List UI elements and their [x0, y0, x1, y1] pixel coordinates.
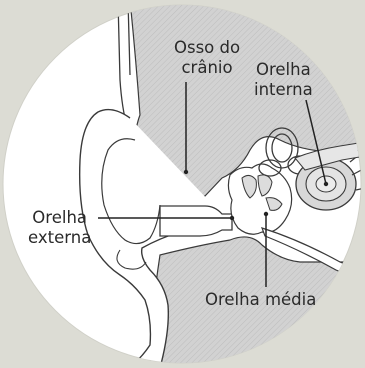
leader-dot-skull [184, 170, 188, 174]
leader-dot-inner [324, 182, 328, 186]
label-middle-ear: Orelha média [205, 290, 316, 310]
leader-dot-outer [230, 216, 234, 220]
label-skull-bone: Osso do crânio [174, 38, 240, 78]
label-outer-ear: Orelha externa [28, 208, 91, 248]
label-inner-ear: Orelha interna [254, 60, 313, 100]
leader-dot-middle [264, 212, 268, 216]
